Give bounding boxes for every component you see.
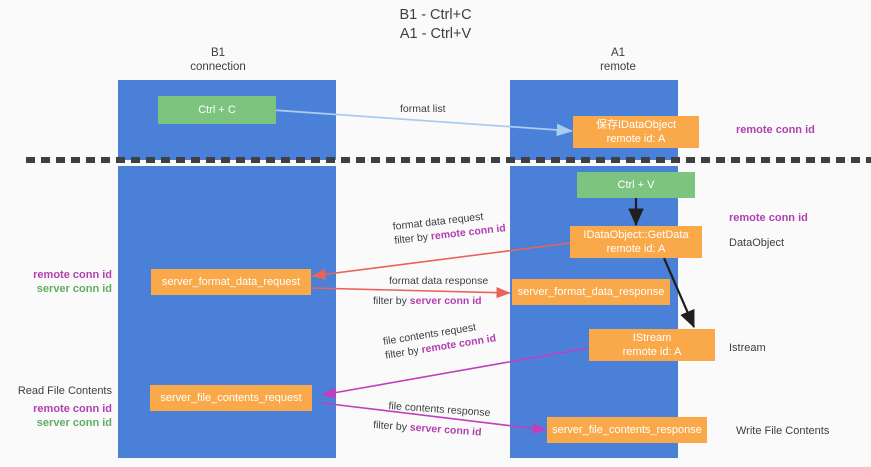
column-header-a1-role: remote <box>600 61 636 73</box>
node-server-format-data-response-label: server_format_data_response <box>517 286 665 298</box>
node-server-format-data-response[interactable]: server_format_data_response <box>512 279 670 305</box>
edge-label-format-data-response-filter: filter by server conn id <box>373 294 488 308</box>
node-save-dataobject-line1: 保存IDataObject <box>595 119 677 131</box>
annotation-left-server-conn-id: server conn id <box>36 283 112 295</box>
node-ctrl-v[interactable]: Ctrl + V <box>577 172 695 198</box>
column-header-a1-name: A1 <box>610 47 626 59</box>
edge-label-format-data-request: format data request filter by remote con… <box>392 207 506 248</box>
node-ctrl-c[interactable]: Ctrl + C <box>158 96 276 124</box>
node-ctrl-c-label: Ctrl + C <box>198 104 236 116</box>
filter-prefix: filter by <box>372 418 411 434</box>
node-server-format-data-request-label: server_format_data_request <box>161 276 301 288</box>
column-header-b1-role: connection <box>190 61 246 73</box>
column-header-a1: A1 remote <box>548 46 688 74</box>
node-getdata-line1: IDataObject::GetData <box>583 229 689 241</box>
node-server-file-contents-response-label: server_file_contents_response <box>552 424 702 436</box>
node-server-format-data-request[interactable]: server_format_data_request <box>151 269 311 295</box>
annotation-istream: Istream <box>729 342 766 354</box>
node-istream-line2: remote id: A <box>622 346 682 358</box>
edge-label-file-contents-response-filter: filter by server conn id <box>373 418 490 440</box>
node-istream[interactable]: IStream remote id: A <box>589 329 715 361</box>
lane-a1-lower <box>510 166 678 458</box>
annotation-read-file-contents: Read File Contents <box>17 385 112 397</box>
filter-key: server conn id <box>409 421 482 439</box>
node-istream-line1: IStream <box>632 332 672 344</box>
node-server-file-contents-request-label: server_file_contents_request <box>160 392 302 404</box>
phase-divider <box>26 157 871 163</box>
edge-label-format-list-text: format list <box>400 103 446 115</box>
edge-label-file-contents-response-text: file contents response <box>388 399 491 420</box>
edge-label-format-data-response: format data response filter by server co… <box>373 274 489 308</box>
node-getdata[interactable]: IDataObject::GetData remote id: A <box>570 226 702 258</box>
filter-prefix: filter by <box>373 295 410 307</box>
edge-label-file-contents-request: file contents request filter by remote c… <box>382 317 497 362</box>
edge-label-file-contents-response: file contents response filter by server … <box>373 399 491 440</box>
annotation-dataobject: DataObject <box>729 237 785 249</box>
node-save-dataobject-line2: remote id: A <box>606 133 666 145</box>
annotation-left-remote-conn-id: remote conn id <box>33 269 112 281</box>
node-getdata-line2: remote id: A <box>606 243 666 255</box>
node-server-file-contents-response[interactable]: server_file_contents_response <box>547 417 707 443</box>
filter-key: server conn id <box>409 295 482 307</box>
title-line-1: B1 - Ctrl+C <box>399 7 472 23</box>
node-save-dataobject[interactable]: 保存IDataObject remote id: A <box>573 116 699 148</box>
annotation-write-file-contents: Write File Contents <box>736 425 830 437</box>
title-line-2: A1 - Ctrl+V <box>399 26 472 42</box>
annotation-left-server-conn-id-2: server conn id <box>36 417 112 429</box>
annotation-remote-conn-id-top: remote conn id <box>736 124 815 136</box>
edge-label-format-data-response-text: format data response <box>389 275 489 287</box>
column-header-b1-name: B1 <box>210 47 226 59</box>
filter-prefix: filter by <box>393 230 432 247</box>
column-header-b1: B1 connection <box>148 46 288 74</box>
node-server-file-contents-request[interactable]: server_file_contents_request <box>150 385 312 411</box>
page-title: B1 - Ctrl+C A1 - Ctrl+V <box>0 6 871 44</box>
node-ctrl-v-label: Ctrl + V <box>617 179 655 191</box>
annotation-left-remote-conn-id-2: remote conn id <box>33 403 112 415</box>
lane-b1-lower <box>118 166 336 458</box>
annotation-remote-conn-id-mid: remote conn id <box>729 212 808 224</box>
edge-label-format-list: format list <box>400 102 446 116</box>
